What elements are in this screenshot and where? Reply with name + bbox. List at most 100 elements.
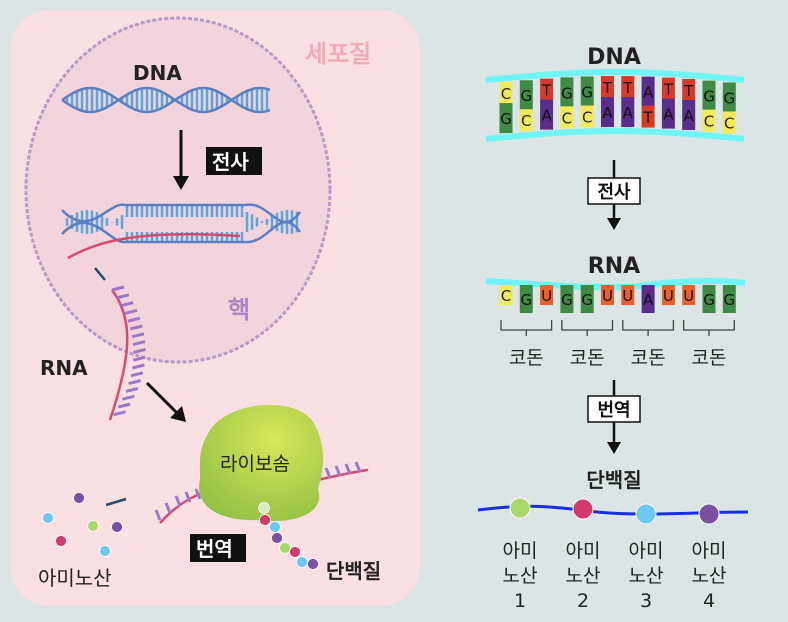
dna-top-base-block [601,76,614,99]
dna-top-base-letter: T [602,79,613,97]
codon-bracket [561,320,614,336]
free-amino-acids [42,492,123,557]
dna-bottom-base-block [540,99,554,130]
dna-top-base-block [641,76,655,107]
amino-acid-bead [509,497,531,519]
dna-bottom-base-letter: C [562,109,572,127]
nucleus-label: 핵 [228,296,250,324]
dna-top-base-letter: A [643,84,654,102]
rna-base-block [682,285,696,305]
amino-acid-4: 아미 노산 4 [692,503,726,612]
dna-bottom-base-block [519,109,533,132]
amino-acid-number: 3 [640,590,652,612]
dna-top-base-block [702,80,716,111]
rna-base-block [641,285,655,313]
amino-acid-number: 4 [703,590,715,612]
down-arrow-icon [607,442,621,454]
to-ribosome-arrow [145,381,186,422]
amino-acid-bead [55,535,67,547]
rna-base [120,301,134,308]
amino-acid-bead [289,546,301,558]
rna-base-block [661,285,675,305]
translation-badge [190,534,246,562]
rna-base-letter: G [703,291,715,309]
translation-label: 번역 [196,537,233,561]
codon-label: 코돈 [570,347,605,369]
dna-top-base-block [722,82,736,113]
amino-acid-text: 아미 [503,540,538,562]
protein-title: 단백질 [586,468,641,492]
rna-base [132,340,146,347]
dna-bottom-base-letter: C [582,108,592,126]
rna-base-letter: U [602,287,613,305]
rna-base-block [540,285,554,305]
dna-bottom-base-letter: A [541,107,552,125]
amino-acid-2: 아미 노산 2 [566,498,601,612]
dna-bottom-base-letter: C [521,112,531,130]
rna-base [129,324,143,331]
codon-bracket [683,320,735,336]
rna-base [128,379,142,386]
amino-acid-text: 노산 [566,565,601,587]
amino-acid-bead [87,520,99,532]
dna-top-base-letter: G [561,84,573,102]
dna-top-base-letter: G [520,87,532,105]
rna-base-letter: U [622,287,633,305]
dna-title: DNA [587,45,641,70]
rna-base-block [702,285,716,313]
dna-bottom-base-block [682,99,696,130]
dna-top-base-letter: T [541,82,552,100]
cell-panel: 세포질 핵 DNA 전사 RNA 라이보솜 번역 단백질 아미노산 [10,10,420,606]
polypeptide-chain [258,502,319,570]
rna-base [344,463,352,475]
transcription-bubble [61,203,302,260]
rna-base-block [560,285,574,313]
dna-bottom-base-block [499,103,513,134]
dna-bottom-base-letter: A [684,107,695,125]
dna-label: DNA [133,61,182,85]
dna-backbone-bottom [485,127,745,142]
dna-backbone [61,220,302,244]
rna-base-letter: G [581,291,593,309]
amino-acid-number: 2 [577,590,589,612]
rna-base [133,347,146,354]
amino-acid-bead [635,503,657,525]
protein-label: 단백질 [326,559,381,583]
dna-bottom-base-block [641,105,655,128]
amino-acid-3: 아미 노산 3 [629,503,664,612]
rna-backbone [485,278,746,291]
amino-acid-bead [296,556,308,568]
dna-top-base-block [499,82,513,105]
dna-top-base-block [540,78,554,101]
amino-acid-text: 아미 [566,540,601,562]
rna-base-letter: U [663,287,674,305]
rna-base [324,467,332,479]
dna-top-base-block [661,77,675,100]
rna-base [113,410,126,417]
rna-strand [108,285,146,421]
rna-base [132,363,145,370]
amino-acid-bead [271,532,283,544]
rna-base-letter: A [643,291,654,309]
rna-base [132,355,146,362]
rna-base-letter: G [520,291,532,309]
amino-acid-label: 아미노산 [38,566,112,590]
dna-bottom-base-letter: C [704,113,714,131]
rna-base [122,394,135,401]
rna-base-letter: U [541,287,552,305]
dna-bottom-base-block [601,97,614,128]
dna-backbone [61,86,271,114]
dna-bottom-base-block [722,111,736,134]
small-arrow-icon [105,497,127,507]
transcription-arrow [173,130,189,190]
codon-brackets: 코돈 코돈 코돈 코돈 [500,320,735,369]
rna-base [194,488,202,500]
amino-acid-text: 아미 [629,540,664,562]
amino-acid-bead [698,503,720,525]
rna-base [125,386,139,393]
rna-base [124,308,138,315]
translation-step-label: 번역 [597,400,630,421]
dna-top-base-block [580,76,594,107]
